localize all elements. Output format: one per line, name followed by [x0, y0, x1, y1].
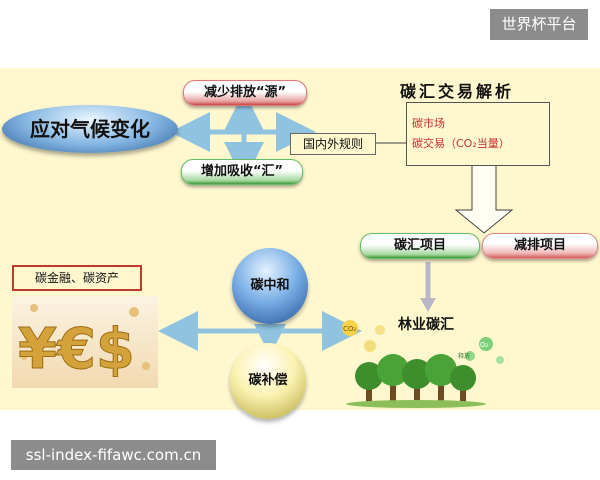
reduction-project-pill: 减排项目	[482, 233, 598, 259]
analysis-line-market: 碳市场	[412, 117, 445, 130]
rules-box: 国内外规则	[290, 133, 376, 155]
currency-symbols: ¥€$	[18, 317, 135, 382]
carbon-neutral-ball: 碳中和	[232, 248, 308, 324]
currency-image: ¥€$	[12, 296, 158, 388]
forest-illustration: CO₂ O₂ 释放	[342, 320, 504, 408]
forestry-sink-label: 林业碳汇	[398, 317, 454, 333]
forestry-arrow-icon	[420, 298, 436, 312]
analysis-box: 碳市场 碳交易（CO₂当量）	[406, 102, 550, 166]
currency-icon: ¥€$	[18, 304, 150, 383]
analysis-title: 碳汇交易解析	[400, 82, 515, 101]
main-oval-climate-response: 应对气候变化	[2, 105, 178, 153]
analysis-line-trade: 碳交易（CO₂当量）	[412, 137, 510, 150]
increase-sink-pill: 增加吸收“汇”	[181, 159, 303, 185]
watermark-badge-bottom: ssl-index-fifawc.com.cn	[11, 440, 216, 470]
carbon-finance-box: 碳金融、碳资产	[12, 265, 142, 291]
svg-text:O₂: O₂	[480, 341, 489, 349]
down-arrow-icon	[454, 163, 514, 234]
reduce-source-pill: 减少排放“源”	[183, 80, 307, 106]
svg-text:释放: 释放	[458, 352, 470, 360]
o2-bubble	[479, 337, 493, 351]
carbon-compensation-ball: 碳补偿	[230, 343, 306, 419]
co2-bubble	[342, 320, 358, 336]
carbon-sink-project-pill: 碳汇项目	[360, 233, 480, 259]
svg-text:CO₂: CO₂	[343, 325, 356, 333]
watermark-badge-top: 世界杯平台	[490, 9, 588, 40]
